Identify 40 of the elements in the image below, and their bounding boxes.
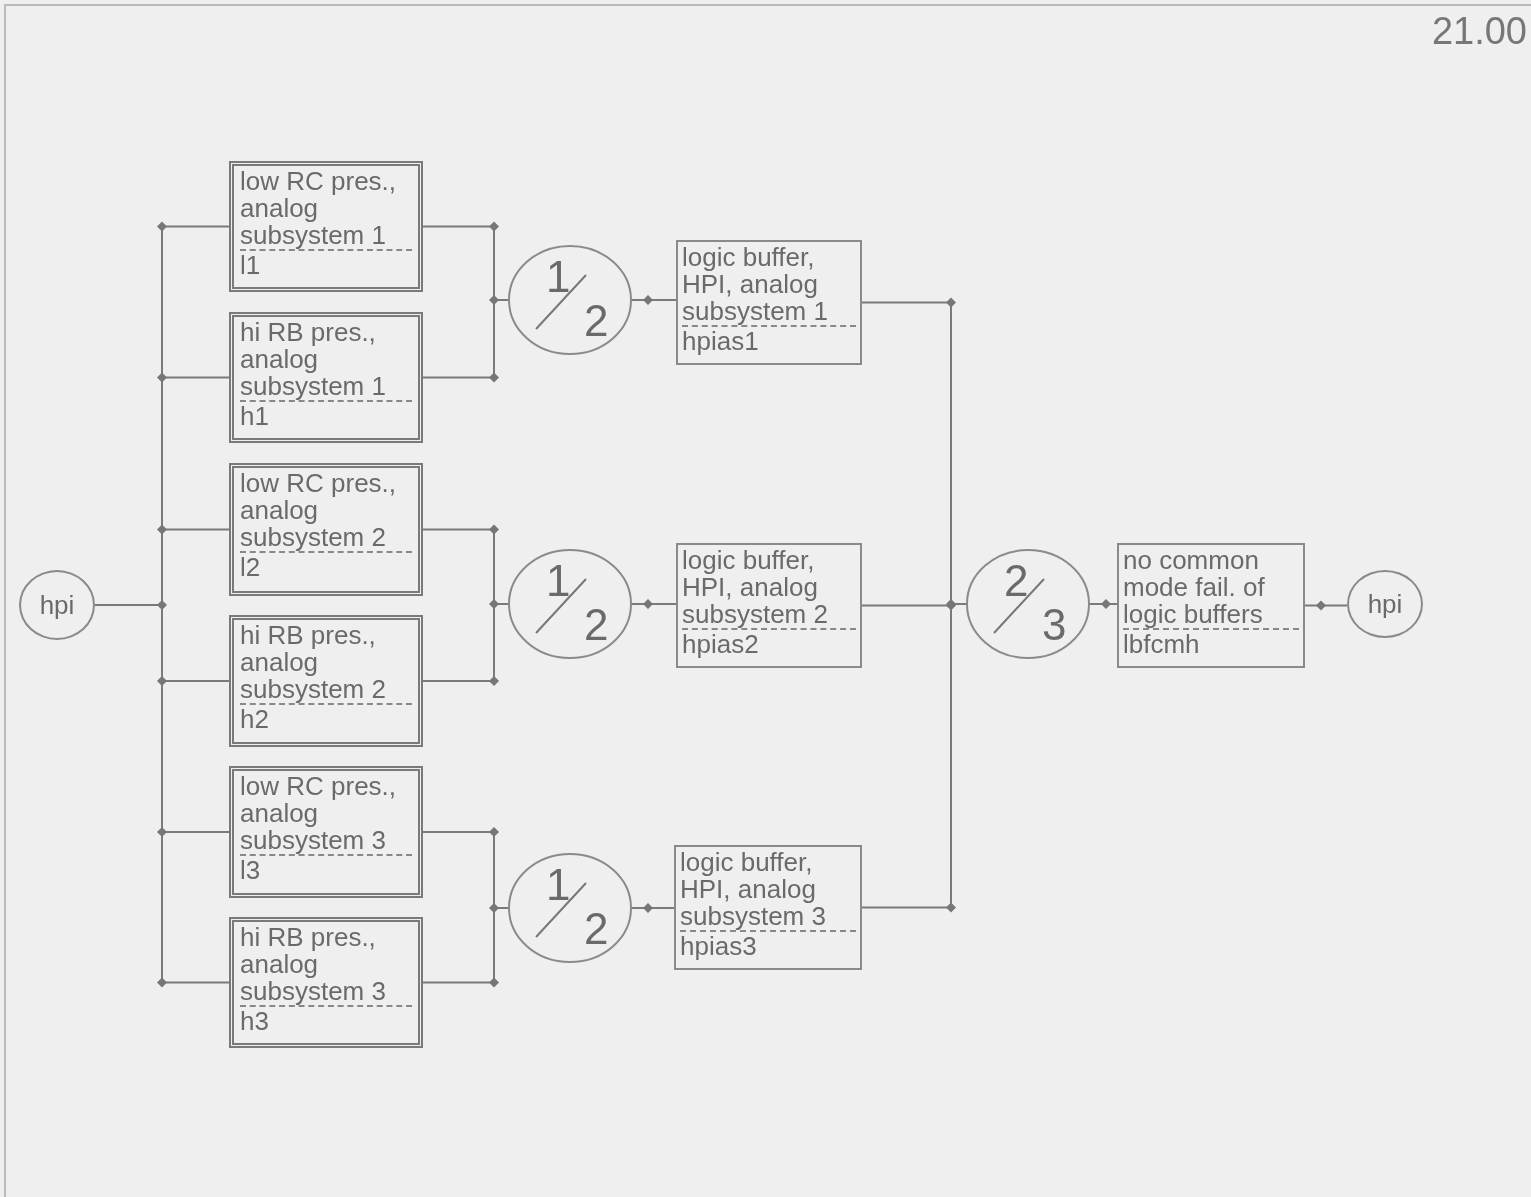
sensor-block xyxy=(229,161,423,292)
event-id: l2 xyxy=(240,553,262,582)
logic-buffer-block xyxy=(674,845,862,970)
sensor-block xyxy=(229,312,423,443)
connector-line xyxy=(631,603,677,605)
event-id: h1 xyxy=(240,402,270,431)
event-id: hpias1 xyxy=(682,327,760,356)
event-id: hpias2 xyxy=(682,630,760,659)
event-id: lbfcmh xyxy=(1123,630,1201,659)
sensor-block xyxy=(229,766,423,898)
event-id: hpias3 xyxy=(680,932,758,961)
denominator: 3 xyxy=(1042,603,1067,647)
sensor-block xyxy=(229,463,423,596)
event-id: h2 xyxy=(240,705,270,734)
numerator: 2 xyxy=(1004,559,1029,603)
numerator: 1 xyxy=(546,863,571,907)
sensor-block xyxy=(229,615,423,747)
voting-gate-circle xyxy=(508,853,632,963)
sensor-block xyxy=(229,917,423,1048)
denominator: 2 xyxy=(584,603,609,647)
event-id: h3 xyxy=(240,1007,270,1036)
logic-buffer-block xyxy=(676,543,862,668)
connector-line xyxy=(631,299,677,301)
denominator: 2 xyxy=(584,907,609,951)
numerator: 1 xyxy=(546,559,571,603)
logic-buffer-block xyxy=(1117,543,1305,668)
event-id: l3 xyxy=(240,856,262,885)
logic-buffer-block xyxy=(676,240,862,365)
voting-gate-circle xyxy=(508,549,632,659)
connector-line xyxy=(1089,603,1118,605)
event-id: l1 xyxy=(240,251,262,280)
terminal-circle: hpi xyxy=(19,570,95,640)
terminal-circle: hpi xyxy=(1347,570,1423,638)
denominator: 2 xyxy=(584,299,609,343)
numerator: 1 xyxy=(546,255,571,299)
voting-gate-circle xyxy=(508,245,632,355)
voting-gate-circle xyxy=(966,549,1090,659)
page-number: 21.00 xyxy=(1431,10,1527,53)
connector-line xyxy=(631,907,675,909)
connector-line xyxy=(1304,604,1348,607)
